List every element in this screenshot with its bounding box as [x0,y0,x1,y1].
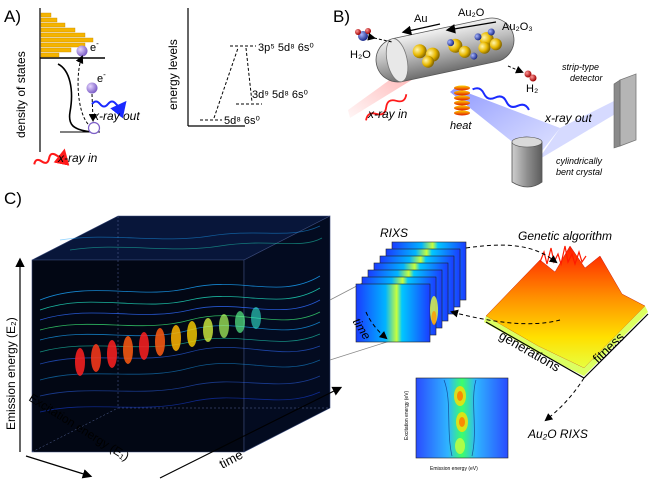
electron1-label: e- [90,39,99,54]
xray-in-label-b: x-ray in [367,107,408,121]
heater-coil [454,85,470,116]
au2o-rixs-map [415,377,509,459]
fitness-landscape [484,245,648,376]
core-hole [87,121,101,135]
inset-y-label: Excitation energy (eV) [404,390,410,440]
xray-in-wave [33,148,70,166]
level-bottom-label: 5d⁸ 6s⁰ [224,115,261,127]
decay-arrow [88,93,97,122]
electron-excited [76,45,88,57]
rixs-label: RIXS [380,226,408,240]
detector-label: strip-type detector [562,62,604,83]
au2o3-label: Au₂O₃ [502,21,533,33]
h2-arrow [507,65,524,74]
electron-decay [86,82,98,94]
h2-molecule [524,70,532,78]
panel-a-label: A) [4,7,21,26]
excitation-axis-arrow [25,455,93,479]
level-top-label: 3p⁵ 5d⁸ 6s⁰ [258,42,314,54]
transition-absorb [213,47,239,119]
band-curve [57,63,93,133]
panel-c: C) [4,189,649,479]
h2-label: H₂ [526,83,538,95]
heat-label: heat [450,120,472,132]
dos-axis-label: density of states [14,51,28,138]
xray-out-wave-b [472,87,530,111]
panel-a: A) density of states e- e- [4,7,314,166]
rixs-peaks [75,307,261,376]
excitation-arrow [75,55,89,125]
xray-in-label: x-ray in [57,151,98,165]
au2o-rixs-label: Au₂O RIXS [527,427,588,441]
to-genetic-arrow [465,244,558,264]
fitness-axis [583,313,649,379]
water-arrow [367,32,393,43]
xray-in-wave-b [365,94,408,121]
feedback-arrow [450,309,561,325]
panel-b: B) x-ray out x-ray in [333,7,637,188]
xray-out-label: x-ray out [92,109,140,123]
panel-c-label: C) [4,189,22,208]
inset-x-label: Emission energy (eV) [430,466,478,472]
arrow-au2o [445,21,497,34]
xray-out-wave [91,100,127,119]
rixs-stack [355,241,467,343]
panel-b-label: B) [333,7,350,26]
xray-out-label-b: x-ray out [544,111,592,125]
reflected-beam [538,98,622,160]
emission-axis-label: Emission energy (E₂) [4,317,18,430]
dos-histogram [40,12,94,58]
au-label: Au [414,13,427,25]
level-mid-label: 3d⁹ 5d⁸ 6s⁰ [252,89,309,101]
electron2-label: e- [97,70,106,85]
h2o-label: H₂O [350,49,371,61]
generations-axis [485,321,585,379]
time-axis-arrow [159,386,343,479]
arrow-au [401,23,441,36]
transition-emit [245,47,253,103]
rixs-time-arrow [365,311,388,340]
crystal-label: cylindrically bent crystal [556,156,605,177]
energy-axis-label: energy levels [166,39,180,110]
au2o-label: Au₂O [458,7,485,19]
strip-detector [619,73,637,147]
reactor-tube [375,17,515,83]
to-result-arrow [544,377,585,422]
genetic-label: Genetic algorithm [518,229,612,243]
